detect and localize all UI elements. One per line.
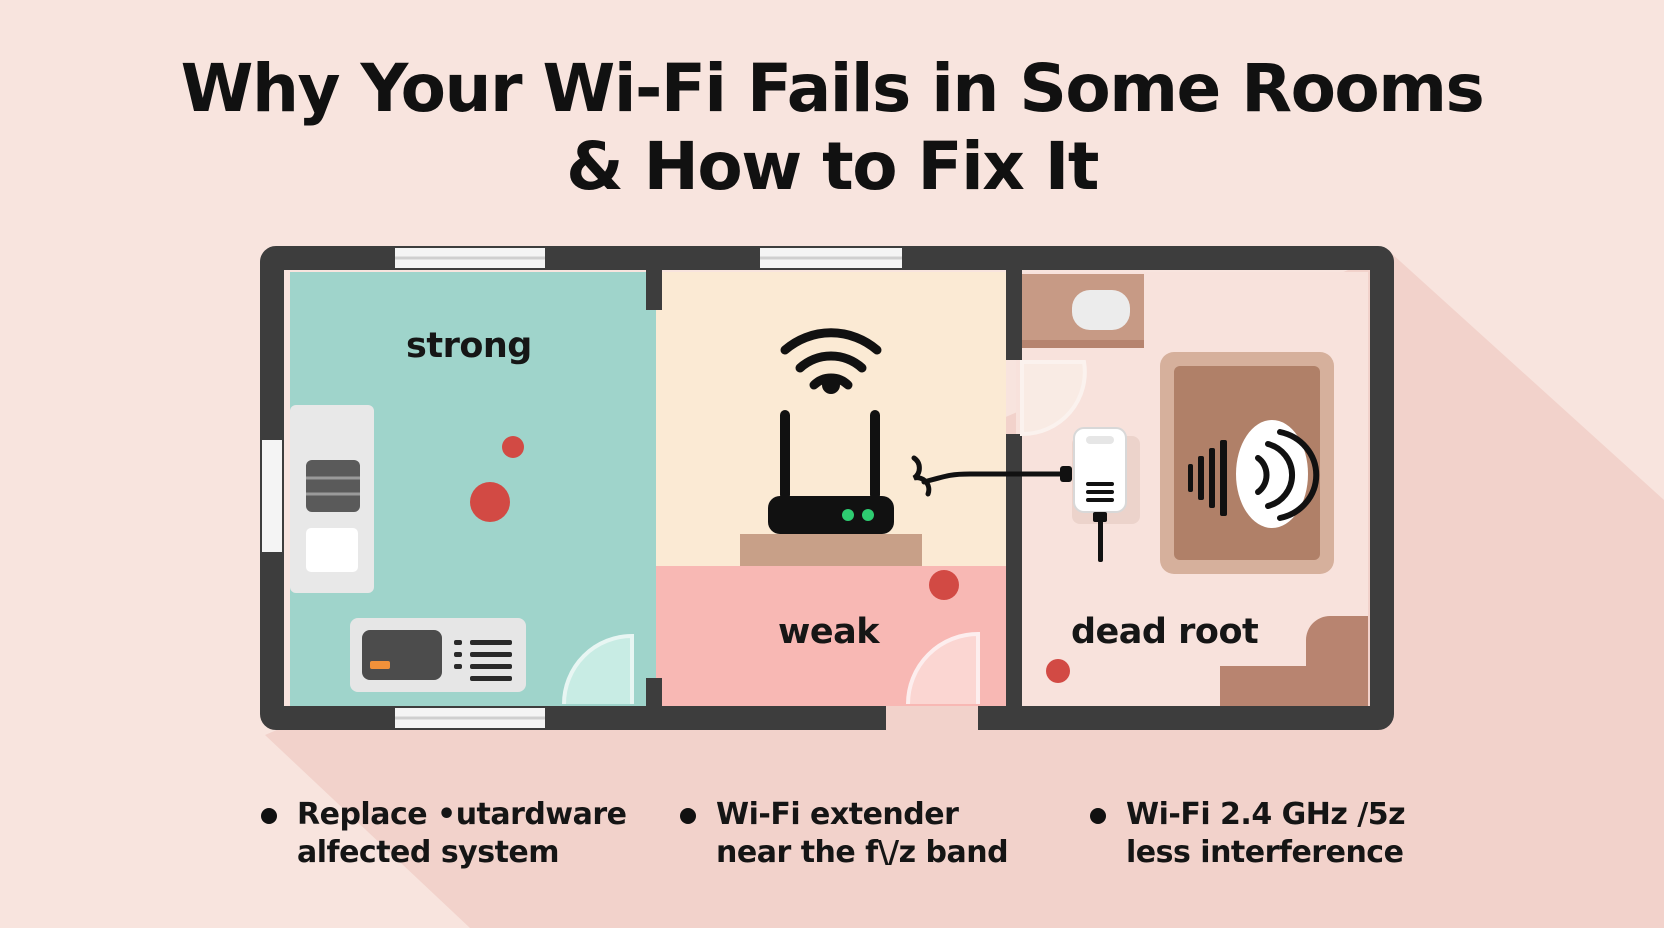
title-line-1: Why Your Wi-Fi Fails in Some Rooms [180, 50, 1485, 127]
tip-3-line-1: Wi-Fi 2.4 GHz /5z [1126, 797, 1406, 832]
door-arc-dead [1020, 360, 1087, 437]
tip-2-line-2: near the f\/z band [716, 835, 1009, 870]
bullet-dot [680, 808, 696, 824]
title-line-2: & How to Fix It [566, 128, 1099, 205]
tip-1-line-1: Replace •utardware [297, 797, 627, 832]
tip-1: Replace •utardware alfected system [261, 796, 627, 872]
label-dead-room: dead root [1071, 612, 1259, 652]
router-icon [768, 410, 894, 534]
page-title: Why Your Wi-Fi Fails in Some Rooms & How… [0, 50, 1664, 206]
door-arc-weak [906, 631, 980, 705]
tip-1-line-2: alfected system [297, 835, 560, 870]
tip-2-line-1: Wi-Fi extender [716, 797, 959, 832]
door-arc-strong [562, 633, 634, 705]
interference-dot [929, 570, 959, 600]
label-strong: strong [406, 326, 532, 366]
label-weak: weak [778, 612, 879, 652]
tip-3: Wi-Fi 2.4 GHz /5z less interference [1090, 796, 1406, 872]
tip-3-line-2: less interference [1126, 835, 1404, 870]
tip-2: Wi-Fi extender near the f\/z band [680, 796, 1009, 872]
sofa [1220, 616, 1368, 706]
extender-cable [911, 455, 1067, 497]
window-left [262, 440, 282, 552]
router-shelf [740, 534, 922, 566]
bullet-dot [1090, 808, 1106, 824]
interference-dot [470, 482, 510, 522]
interference-dot [502, 436, 524, 458]
speaker-icon [1188, 420, 1320, 528]
interference-dot [1046, 659, 1070, 683]
bullet-dot [261, 808, 277, 824]
door-gap-bottom [886, 706, 978, 730]
plug-extender-icon [1073, 427, 1127, 562]
